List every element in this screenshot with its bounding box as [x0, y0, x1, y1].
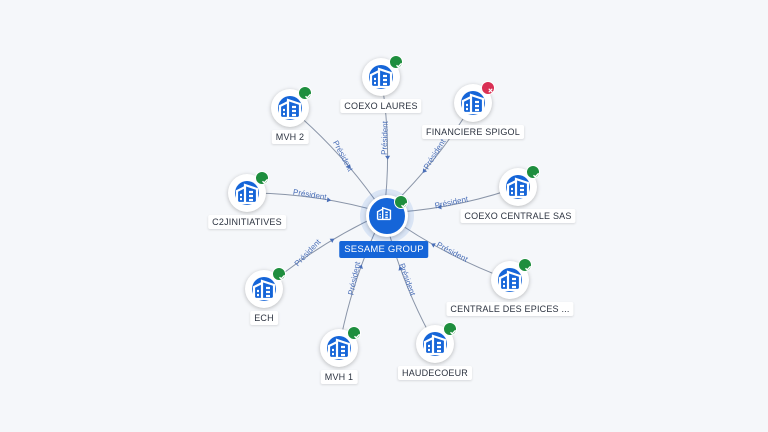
edge-arrow-mvh-1: [358, 264, 363, 269]
company-label[interactable]: MVH 2: [271, 130, 309, 144]
company-label[interactable]: FINANCIERE SPIGOL: [422, 125, 524, 139]
edge-label-mvh-2: Président: [331, 139, 355, 174]
edge-arrow-coexo-centrale-sas: [437, 204, 442, 210]
edge-label-haudecoeur: Président: [397, 262, 417, 298]
edge-arrow-ech: [329, 238, 335, 243]
edge-label-ech: Président: [293, 237, 323, 268]
edge-arrow-financiere-spigol: [422, 168, 428, 173]
verified-status-icon: [389, 55, 403, 69]
edge-label-coexo-laures: Président: [380, 120, 390, 155]
company-label[interactable]: COEXO CENTRALE SAS: [460, 209, 576, 223]
center-node-button[interactable]: [366, 195, 408, 237]
edge-label-c2jinitiatives: Président: [292, 188, 328, 202]
closed-status-icon: [481, 81, 495, 95]
edge-arrow-centrale-des-epices: [431, 243, 436, 248]
company-label[interactable]: COEXO LAURES: [340, 99, 422, 113]
company-node-button[interactable]: [491, 258, 532, 299]
edge-arrow-coexo-laures: [385, 155, 391, 160]
verified-status-icon: [394, 195, 408, 209]
company-node-button[interactable]: [454, 81, 495, 122]
edge-arrow-c2jinitiatives: [326, 197, 332, 203]
edge-label-mvh-1: Président: [346, 260, 362, 296]
edge-label-coexo-centrale-sas: Président: [434, 194, 470, 210]
verified-status-icon: [518, 258, 532, 272]
company-node-button[interactable]: [362, 55, 403, 96]
verified-status-icon: [255, 171, 269, 185]
company-node-button[interactable]: [245, 267, 286, 308]
company-node-button[interactable]: [271, 86, 312, 127]
company-label[interactable]: HAUDECOEUR: [397, 366, 473, 380]
company-node-button[interactable]: [416, 322, 457, 363]
verified-status-icon: [347, 326, 361, 340]
company-node-button[interactable]: [499, 165, 540, 206]
verified-status-icon: [298, 86, 312, 100]
edge-label-financiere-spigol: Président: [422, 137, 448, 171]
verified-status-icon: [443, 322, 457, 336]
company-label[interactable]: ECH: [250, 311, 278, 325]
company-node-button[interactable]: [320, 326, 361, 367]
center-company-label[interactable]: SESAME GROUP: [339, 241, 429, 258]
verified-status-icon: [526, 165, 540, 179]
company-label[interactable]: MVH 1: [320, 370, 358, 384]
edge-label-centrale-des-epices: Président: [435, 240, 470, 264]
company-label[interactable]: C2JINITIATIVES: [208, 215, 286, 229]
edge-arrow-mvh-2: [346, 163, 351, 169]
company-node-button[interactable]: [228, 171, 269, 212]
edge-arrow-haudecoeur: [398, 266, 404, 271]
verified-status-icon: [272, 267, 286, 281]
company-label[interactable]: CENTRALE DES EPICES ...: [446, 302, 574, 316]
